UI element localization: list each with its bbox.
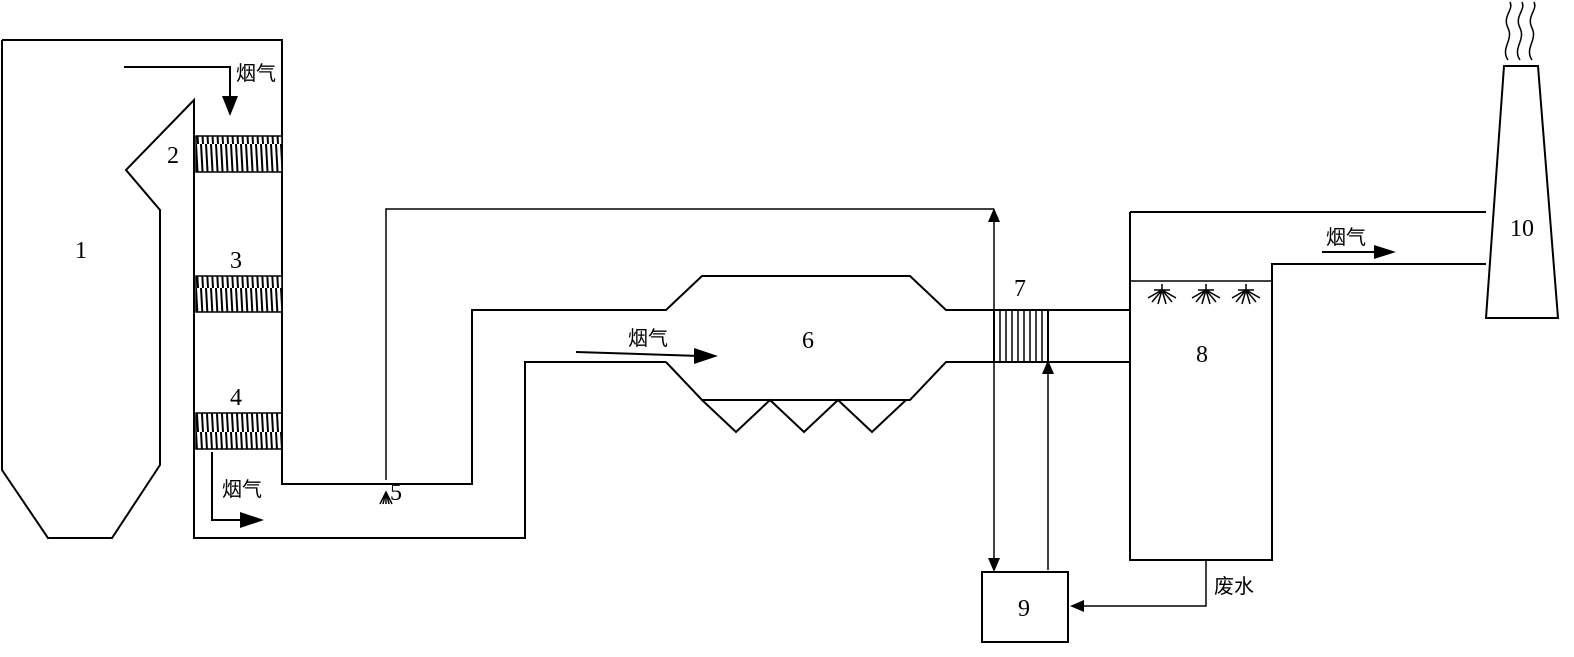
inlet-duct xyxy=(281,275,1130,485)
heater-band-3 xyxy=(195,275,283,313)
boiler: 1 xyxy=(1,39,666,539)
wastewater-line: 废水 xyxy=(1070,560,1254,612)
flue-gas-label-right: 烟气 xyxy=(1326,225,1366,249)
desulfurization-tower: 8 xyxy=(1129,211,1486,561)
spray-nozzle-line: 5 xyxy=(379,208,994,506)
flue-gas-label-top: 烟气 xyxy=(236,61,276,85)
wastewater-label: 废水 xyxy=(1214,574,1254,598)
heater-band-2 xyxy=(195,135,283,173)
label-4: 4 xyxy=(230,385,242,411)
label-6: 6 xyxy=(802,328,814,354)
label-3: 3 xyxy=(230,248,242,274)
flue-gas-arrow-right: 烟气 xyxy=(1322,225,1396,259)
label-8: 8 xyxy=(1196,342,1208,368)
label-10: 10 xyxy=(1510,216,1534,242)
label-9: 9 xyxy=(1018,596,1030,622)
spray-heads xyxy=(1147,284,1261,305)
label-5: 5 xyxy=(390,480,402,506)
label-1: 1 xyxy=(75,238,87,264)
water-supply-line xyxy=(988,208,1054,572)
flue-gas-arrow-middle: 烟气 xyxy=(575,326,718,364)
flue-gas-label-bottom: 烟气 xyxy=(222,477,262,501)
label-7: 7 xyxy=(1014,276,1026,302)
wastewater-treatment: 9 xyxy=(981,571,1069,643)
label-2: 2 xyxy=(167,143,179,169)
flue-gas-label-middle: 烟气 xyxy=(628,326,668,350)
precipitator: 6 xyxy=(701,328,907,434)
heat-exchanger: 7 xyxy=(993,276,1049,363)
flue-gas-arrow-top: 烟气 xyxy=(124,61,276,116)
flue-gas-arrow-bottom: 烟气 xyxy=(211,452,264,528)
chimney: 10 xyxy=(1484,1,1560,319)
heater-band-4 xyxy=(195,412,283,450)
